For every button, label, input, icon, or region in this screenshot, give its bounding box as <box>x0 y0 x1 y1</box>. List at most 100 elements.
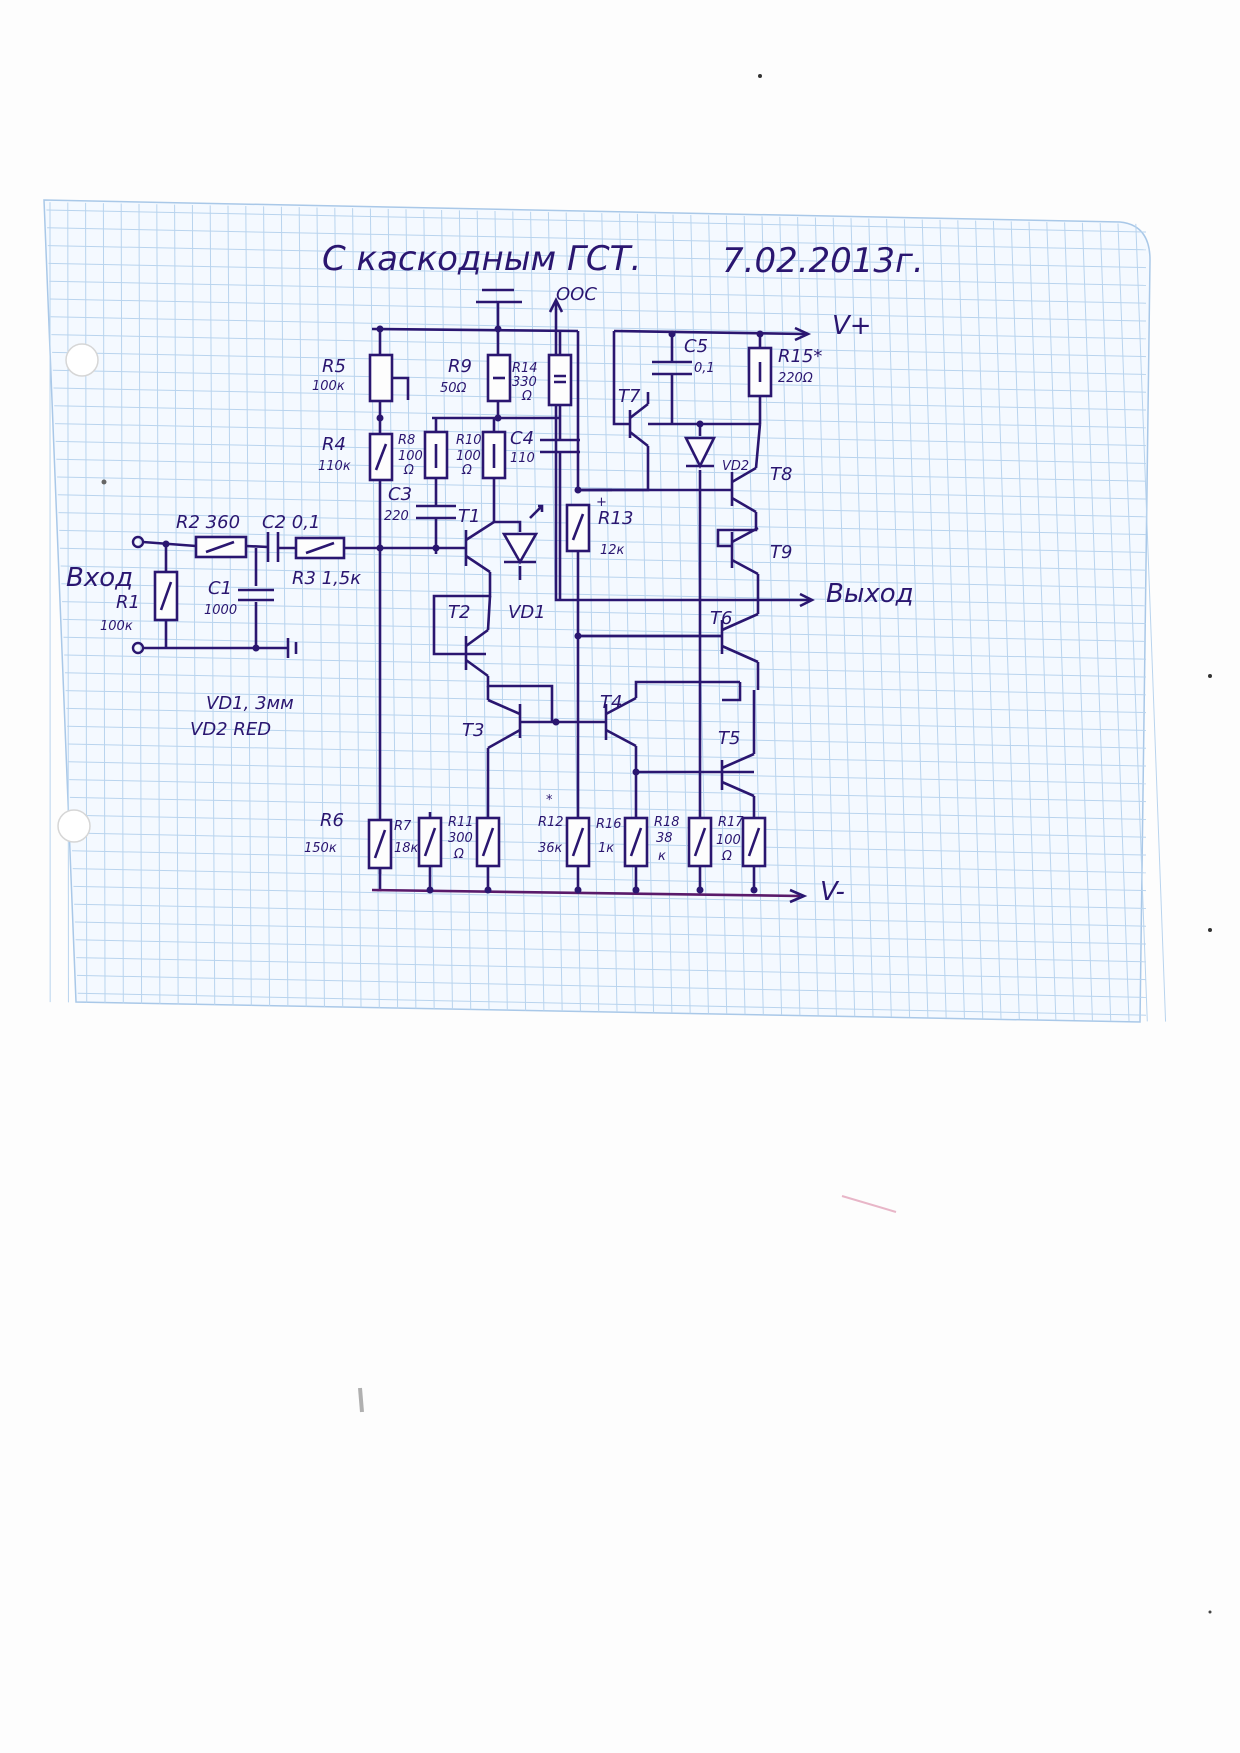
value-r18: 38 <box>656 831 673 846</box>
value-c5: 0,1 <box>694 361 715 376</box>
label-output: Выход <box>826 579 914 609</box>
value-r1: 100к <box>100 619 133 634</box>
grid-line <box>74 903 1147 927</box>
grid-line <box>67 743 1147 767</box>
grid-line <box>63 636 1147 660</box>
note-vd2: VD2 RED <box>190 719 271 740</box>
unit-r10: Ω <box>461 463 472 478</box>
label-t3: T3 <box>462 720 484 741</box>
value-r4: 110к <box>318 459 351 474</box>
grid-paper <box>43 199 1167 1023</box>
value-r17: 100 <box>716 833 741 848</box>
grid-line <box>67 202 69 1003</box>
grid-line <box>58 512 1147 536</box>
label-r5: R5 <box>322 356 346 377</box>
unit-r14: Ω <box>521 389 532 404</box>
label-r6: R6 <box>320 810 344 831</box>
grid-line <box>69 779 1147 803</box>
grid-line <box>65 690 1147 714</box>
label-r12: R12 <box>538 815 564 830</box>
grid-line <box>72 850 1147 874</box>
label-r13: R13 <box>598 508 633 529</box>
unit-r8: Ω <box>403 463 414 478</box>
grid-line <box>70 814 1147 838</box>
grid-line <box>46 209 1147 233</box>
label-r18: R18 <box>654 815 680 830</box>
label-vd2: VD2 <box>722 459 749 474</box>
grid-line <box>61 583 1147 607</box>
value-r15: 220Ω <box>778 371 813 386</box>
grid-line <box>47 227 1147 251</box>
grid-line <box>56 458 1147 482</box>
value-r8: 100 <box>398 449 423 464</box>
scan-specks <box>101 74 1212 1614</box>
label-r17: R17 <box>718 815 744 830</box>
mark-r12: * <box>546 793 553 808</box>
resistors <box>153 346 773 870</box>
value-r10: 100 <box>456 449 481 464</box>
label-r10: R10 <box>456 433 482 448</box>
grid-line <box>49 280 1147 304</box>
label-r7: R7 <box>394 819 412 834</box>
grid-line <box>48 262 1147 286</box>
label-r11: R11 <box>448 815 474 830</box>
grid-line <box>75 939 1147 963</box>
note-vd1: VD1, 3мм <box>206 693 294 714</box>
label-r14: R14 <box>512 361 538 376</box>
grid-line <box>60 565 1147 589</box>
grid-line <box>64 672 1147 696</box>
label-input: Вход <box>66 563 133 593</box>
label-r4: R4 <box>322 434 346 455</box>
value-c1: 1000 <box>204 603 237 618</box>
value-c3: 220 <box>384 509 409 524</box>
label-t9: T9 <box>770 542 792 563</box>
label-r8: R8 <box>398 433 415 448</box>
grid-line <box>59 529 1147 553</box>
value-r5: 100к <box>312 379 345 394</box>
grid-line <box>77 992 1147 1016</box>
unit-r11: Ω <box>453 847 464 862</box>
resistor-r14 <box>547 353 573 407</box>
value-r9: 50Ω <box>440 381 467 396</box>
label-t2: T2 <box>448 602 470 623</box>
value-c4: 110 <box>510 451 535 466</box>
grid-line <box>74 921 1147 945</box>
label-c4: C4 <box>510 428 534 449</box>
grid-line <box>51 334 1147 358</box>
label-c1: C1 <box>208 578 232 599</box>
unit-r18: к <box>658 849 666 864</box>
grid-line <box>76 957 1147 981</box>
grid-line <box>77 974 1147 998</box>
grid-line <box>55 440 1147 464</box>
value-r6: 150к <box>304 841 337 856</box>
grid-line <box>68 761 1147 785</box>
label-t5: T5 <box>718 728 740 749</box>
label-ooc: ООС <box>556 284 597 305</box>
label-r2: R2 360 <box>176 512 240 533</box>
label-v-plus: V+ <box>832 311 872 341</box>
grid-line <box>57 494 1147 518</box>
grid-line <box>72 868 1147 892</box>
label-c2: C2 0,1 <box>262 512 320 533</box>
label-vd1: VD1 <box>508 602 546 623</box>
grid-line <box>52 369 1147 393</box>
grid-line <box>71 832 1147 856</box>
label-t4: T4 <box>600 692 622 713</box>
grid-line <box>49 298 1147 322</box>
label-r16: R16 <box>596 817 622 832</box>
label-t6: T6 <box>710 608 732 629</box>
grid-line <box>64 654 1147 678</box>
label-t1: T1 <box>458 506 480 527</box>
label-c5: C5 <box>684 336 708 357</box>
label-c3: C3 <box>388 484 412 505</box>
label-v-minus: V- <box>820 877 845 907</box>
grid-line <box>62 618 1147 642</box>
label-r9: R9 <box>448 356 472 377</box>
value-r12: 36к <box>538 841 563 856</box>
resistor-r5 <box>368 353 394 403</box>
value-r7: 18к <box>394 841 419 856</box>
grid-line <box>57 476 1147 500</box>
label-r3: R3 1,5к <box>292 568 361 589</box>
